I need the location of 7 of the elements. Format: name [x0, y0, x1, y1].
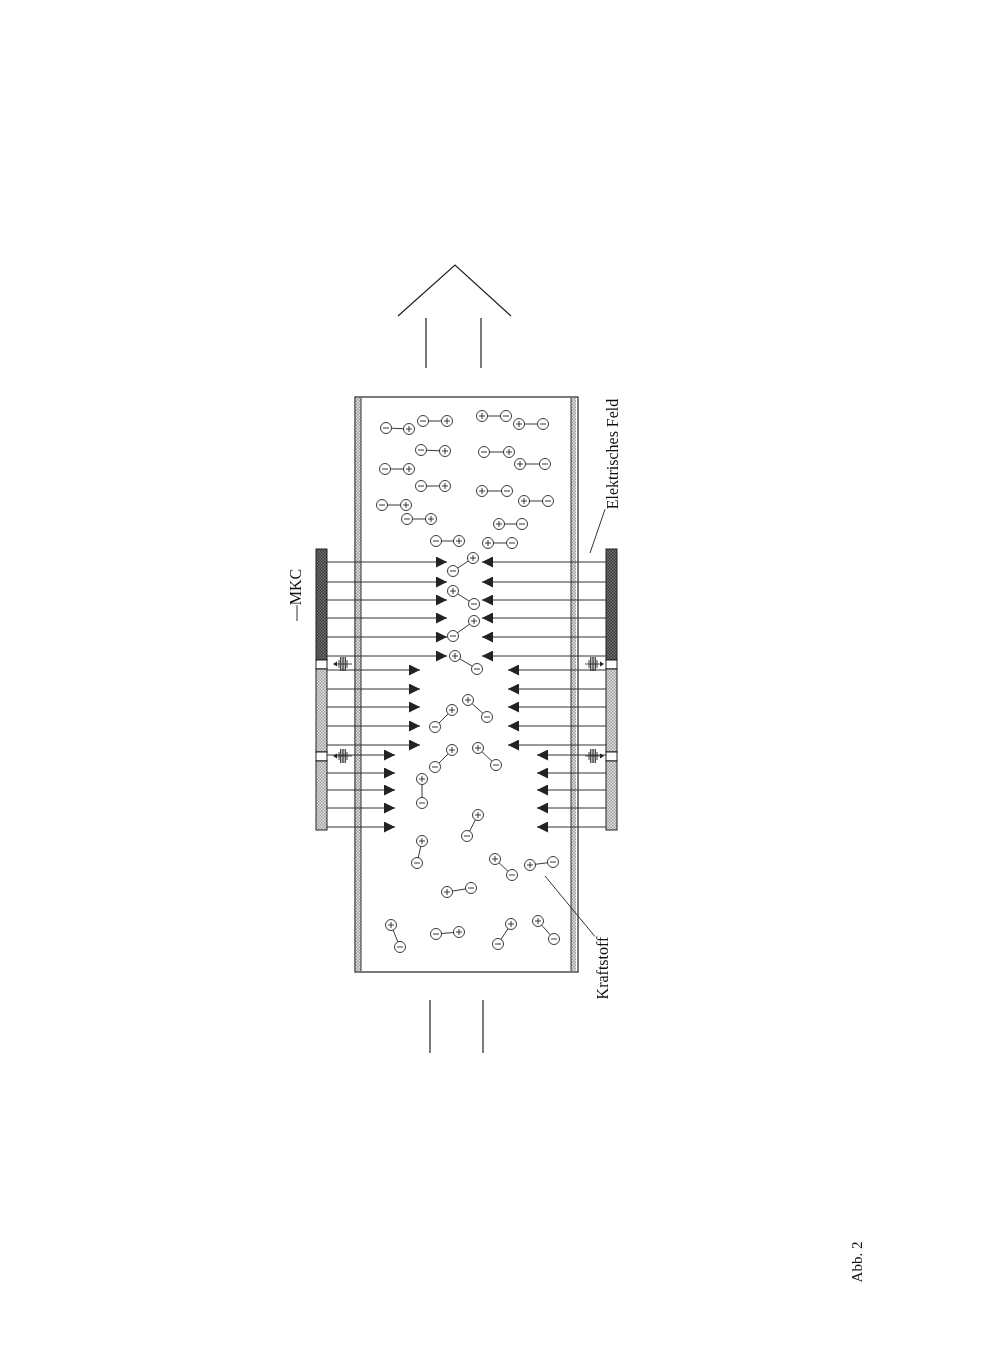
leader-line [544, 875, 596, 938]
callout-label: MKC [288, 568, 304, 606]
figure-number: Abb. 2 [849, 1241, 865, 1283]
leader-line [296, 604, 298, 622]
callout-label: Elektrisches Feld [605, 398, 621, 510]
callout-label: Kraftstoff [595, 936, 611, 1000]
leader-line [589, 508, 606, 554]
